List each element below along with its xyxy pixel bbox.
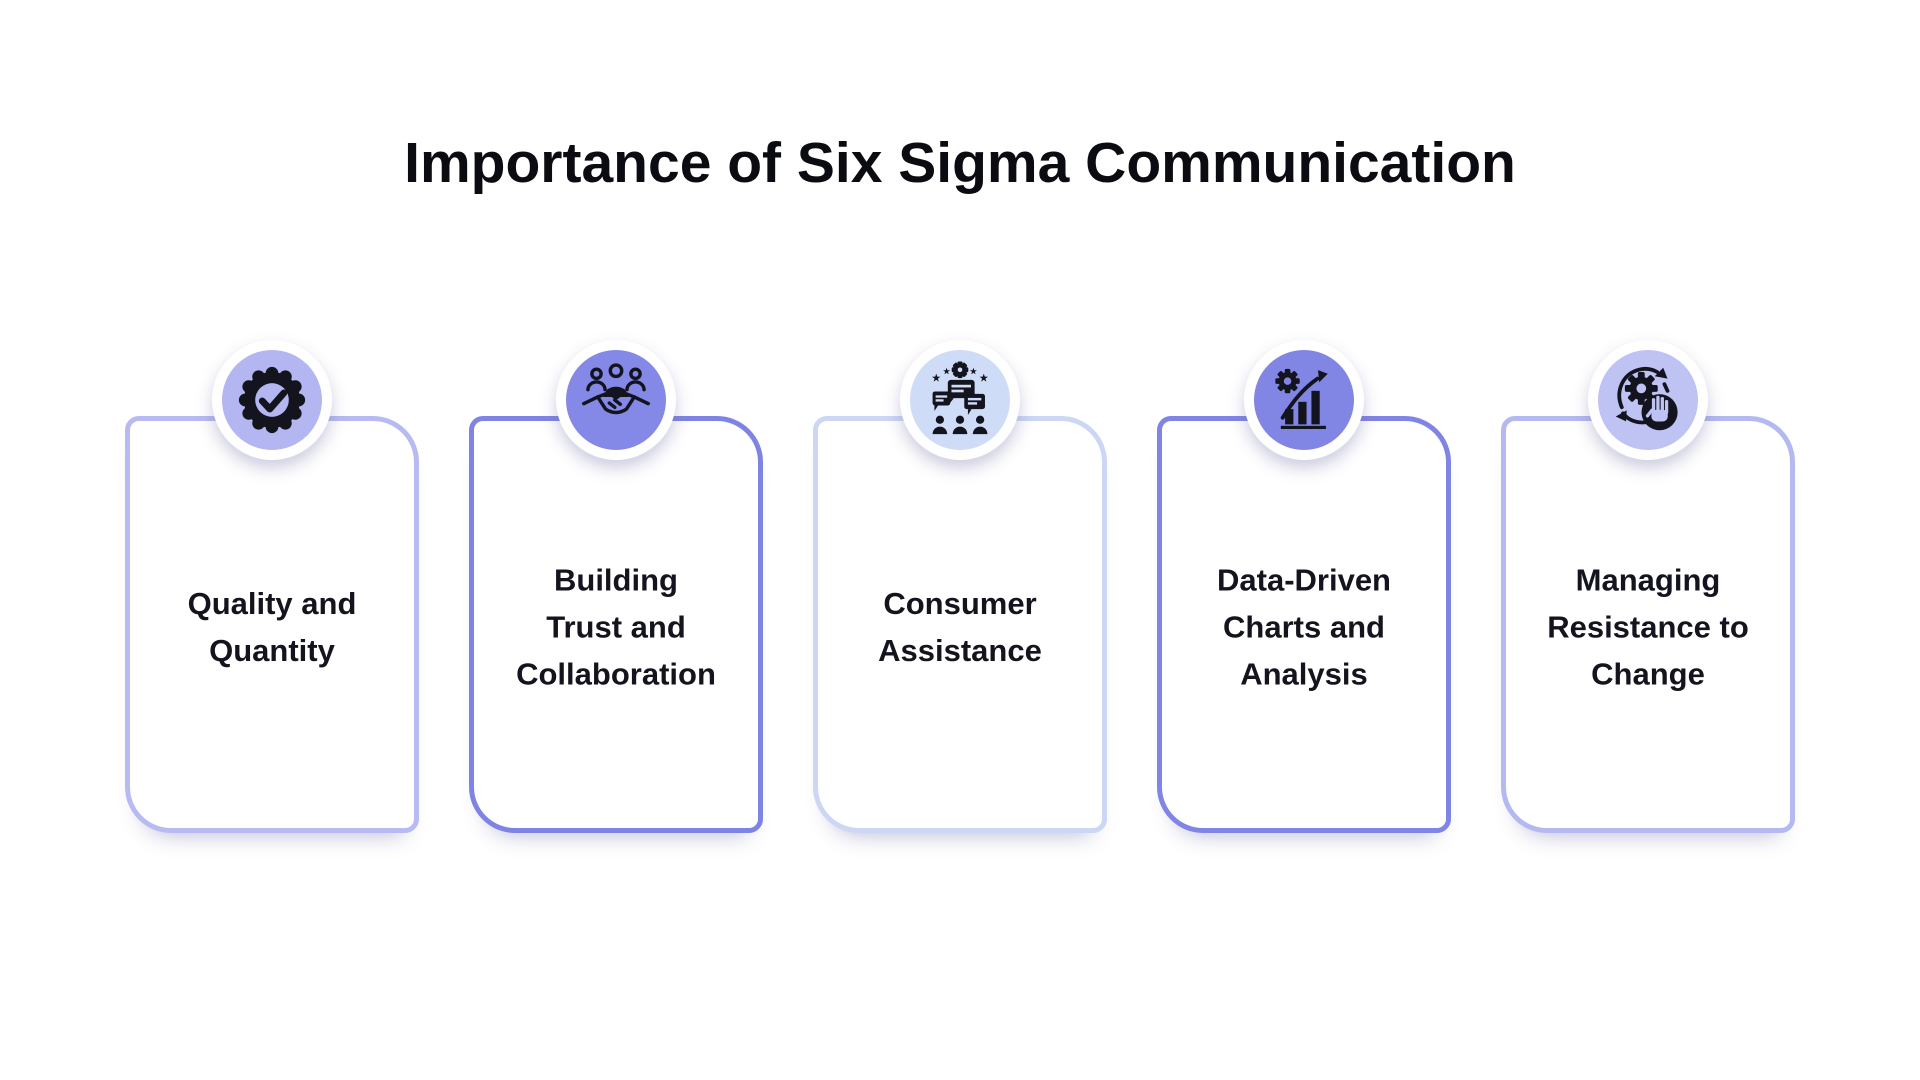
growth-chart-gear-icon [1244,340,1364,460]
badge-check-icon [238,366,306,434]
customer-chat-icon [900,340,1020,460]
growth-chart-gear-icon [1275,368,1328,430]
cards-row: Quality and Quantity Buil [0,340,1920,833]
card-label: Quality and Quantity [187,586,357,668]
card-building-trust-and-collaboration: Building Trust and Collaboration [469,340,763,833]
card-data-driven-charts-and-analysis: Data-Driven Charts and Analysis [1157,340,1451,833]
customer-chat-icon [932,361,988,435]
card-label: Managing Resistance to Change [1547,562,1749,692]
card-label: Building Trust and Collaboration [516,562,716,692]
change-resistance-hand-icon [1588,340,1708,460]
change-resistance-hand-icon [1615,366,1678,431]
card-label: Consumer Assistance [878,586,1042,668]
card-managing-resistance-to-change: Managing Resistance to Change [1501,340,1795,833]
card-label: Data-Driven Charts and Analysis [1217,562,1391,692]
card-quality-and-quantity: Quality and Quantity [125,340,419,833]
team-handshake-icon [581,363,651,415]
badge-check-icon [212,340,332,460]
page-title: Importance of Six Sigma Communication [404,131,1516,195]
team-handshake-icon [556,340,676,460]
card-consumer-assistance: Consumer Assistance [813,340,1107,833]
